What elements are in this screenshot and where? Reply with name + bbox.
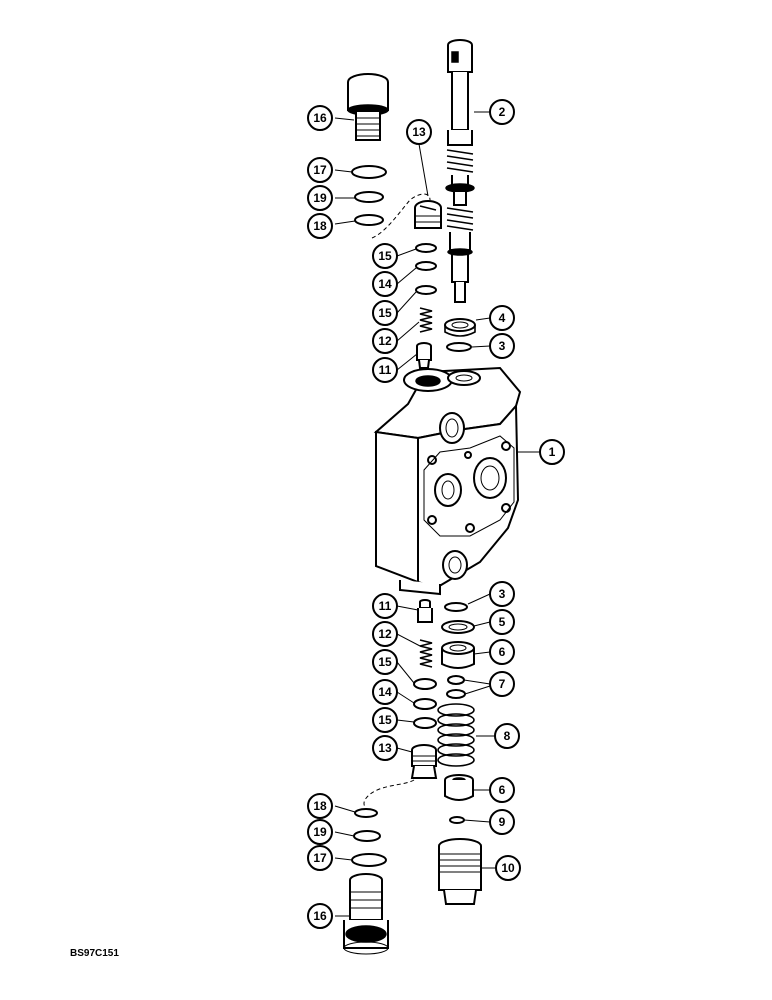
callout-11-top: 11	[372, 357, 398, 383]
bottom-relief-cap-13	[363, 744, 438, 809]
callout-18-bottom: 18	[307, 793, 333, 819]
callout-12-top: 12	[372, 328, 398, 354]
callout-1: 1	[539, 439, 565, 465]
svg-text:3: 3	[499, 587, 506, 601]
svg-text:18: 18	[313, 219, 327, 233]
svg-text:9: 9	[499, 815, 506, 829]
svg-text:3: 3	[499, 339, 506, 353]
svg-text:13: 13	[412, 125, 426, 139]
svg-text:15: 15	[378, 249, 392, 263]
callout-3-bottom: 3	[489, 581, 515, 607]
callout-13-bottom: 13	[372, 735, 398, 761]
callout-19-bottom: 19	[307, 819, 333, 845]
drawing-code: BS97C151	[70, 948, 119, 959]
svg-text:5: 5	[499, 615, 506, 629]
callout-14-bottom: 14	[372, 679, 398, 705]
top-relief-cap-13	[371, 193, 442, 239]
top-seal-4-ring-3	[444, 318, 476, 352]
callout-5: 5	[489, 609, 515, 635]
callout-17-top: 17	[307, 157, 333, 183]
top-seal-rings	[351, 165, 387, 226]
top-plug-16	[347, 73, 389, 141]
top-small-rings	[415, 243, 437, 295]
top-spring-12	[419, 307, 433, 333]
valve-body-1	[373, 366, 522, 596]
svg-text:12: 12	[378, 334, 392, 348]
svg-text:8: 8	[504, 729, 511, 743]
callout-4: 4	[489, 305, 515, 331]
svg-text:1: 1	[549, 445, 556, 459]
svg-text:14: 14	[378, 277, 392, 291]
spool-2	[445, 39, 475, 303]
callout-16-top: 16	[307, 105, 333, 131]
svg-text:14: 14	[378, 685, 392, 699]
top-poppet-11	[416, 342, 432, 369]
svg-text:16: 16	[313, 111, 327, 125]
callout-2: 2	[489, 99, 515, 125]
callout-9: 9	[489, 809, 515, 835]
callout-17-bottom: 17	[307, 845, 333, 871]
callout-13-top: 13	[406, 119, 432, 145]
svg-text:6: 6	[499, 645, 506, 659]
callout-19-top: 19	[307, 185, 333, 211]
svg-text:16: 16	[313, 909, 327, 923]
callout-10: 10	[495, 855, 521, 881]
svg-text:4: 4	[499, 311, 506, 325]
bottom-small-rings	[413, 678, 437, 729]
svg-text:15: 15	[378, 306, 392, 320]
svg-text:17: 17	[313, 163, 327, 177]
bottom-poppet-11	[417, 599, 433, 623]
bottom-seal-rings	[351, 808, 387, 867]
svg-text:11: 11	[379, 363, 392, 377]
svg-text:19: 19	[313, 825, 327, 839]
callout-15-bottom-b: 15	[372, 707, 398, 733]
svg-text:6: 6	[499, 783, 506, 797]
bottom-retainer-cap	[438, 774, 482, 905]
callout-3-top: 3	[489, 333, 515, 359]
callout-6-bottom: 6	[489, 777, 515, 803]
callout-15-bottom-a: 15	[372, 649, 398, 675]
callout-15-top-a: 15	[372, 243, 398, 269]
callout-18-top: 18	[307, 213, 333, 239]
callout-15-top-b: 15	[372, 300, 398, 326]
svg-text:10: 10	[501, 861, 515, 875]
callout-12-bottom: 12	[372, 621, 398, 647]
svg-text:2: 2	[499, 105, 506, 119]
svg-text:15: 15	[378, 713, 392, 727]
svg-text:13: 13	[378, 741, 392, 755]
callout-6-top: 6	[489, 639, 515, 665]
svg-text:18: 18	[313, 799, 327, 813]
large-spring-8	[437, 703, 475, 767]
callout-8: 8	[494, 723, 520, 749]
svg-text:11: 11	[379, 599, 392, 613]
callout-7: 7	[489, 671, 515, 697]
leader-lines	[334, 111, 540, 917]
callout-14-top: 14	[372, 271, 398, 297]
bottom-spring-12	[419, 639, 433, 668]
callout-16-bottom: 16	[307, 903, 333, 929]
callout-11-bottom: 11	[372, 593, 398, 619]
svg-text:19: 19	[313, 191, 327, 205]
svg-text:15: 15	[378, 655, 392, 669]
svg-text:7: 7	[499, 677, 506, 691]
svg-text:17: 17	[313, 851, 327, 865]
bottom-spool-parts	[441, 602, 475, 699]
bottom-plug-16	[343, 873, 389, 955]
svg-text:12: 12	[378, 627, 392, 641]
